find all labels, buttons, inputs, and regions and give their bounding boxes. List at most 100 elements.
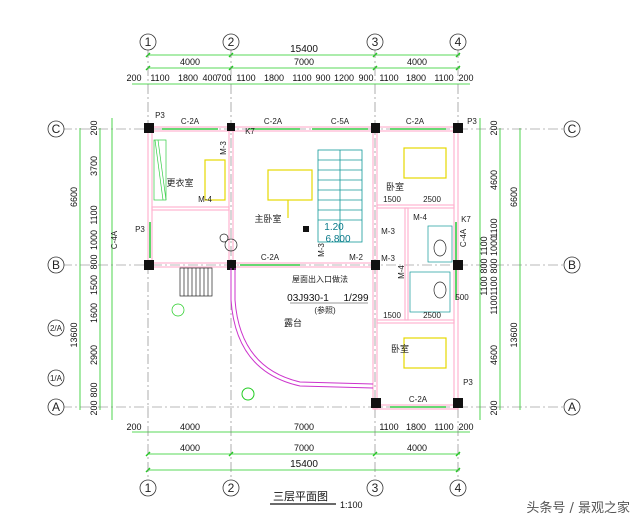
window-tag: C-2A [406, 117, 425, 126]
dim-left-inner: 1000 [89, 230, 99, 250]
room-label-dressing: 更衣室 [166, 177, 193, 189]
dim-bottom-total: 15400 [290, 459, 318, 470]
fixture-tag: P3 [155, 111, 165, 120]
dim-right-outer: 6600 [509, 187, 519, 207]
dim-right-inner: 200 [489, 120, 499, 135]
room-label-bedroom1: 卧室 [386, 181, 404, 193]
fixture-tag: P3 [135, 225, 145, 234]
axis-label-row-2a: 2/A [50, 324, 63, 333]
axis-label-row-b: B [52, 258, 60, 272]
dim-tag: 1500 [383, 311, 401, 320]
dim-right-inner: 4600 [489, 345, 499, 365]
dim-top-fine: 400 [202, 73, 217, 83]
dim-left-inner: 3700 [89, 156, 99, 176]
dim-right-mid: 800 [479, 258, 489, 273]
drawing-scale: 1:100 [340, 500, 363, 510]
axis-label-col-3-bottom: 3 [372, 481, 379, 495]
axis-label-row-1a: 1/A [50, 374, 63, 383]
door-tag: M-4 [198, 195, 212, 204]
axis-label-col-3: 3 [372, 35, 379, 49]
door-tag: M-3 [219, 141, 228, 155]
dim-top-fine: 900 [358, 73, 373, 83]
reference-page: 1/299 [343, 293, 368, 304]
door-tag: M-3 [381, 254, 395, 263]
stair-elevation: 1.20 [324, 222, 344, 233]
dim-left-inner: 1500 [89, 275, 99, 295]
dim-right-mid: 1100 [479, 236, 489, 255]
door-tag: M-4 [413, 213, 427, 222]
axis-label-row-a: A [52, 400, 60, 414]
axis-label-row-c: C [52, 122, 61, 136]
dim-top-mid: 7000 [294, 57, 314, 67]
dim-right-inner: 4600 [489, 170, 499, 190]
dim-left-inner: 2900 [89, 345, 99, 365]
dim-top-fine: 1200 [334, 73, 354, 83]
dim-top-fine: 1100 [379, 73, 398, 83]
dim-right-outer: 13600 [509, 322, 519, 347]
dim-tag: 1500 [383, 195, 401, 204]
dim-bottom-mid: 7000 [294, 443, 314, 453]
axis-label-col-4: 4 [455, 35, 462, 49]
dim-right-inner: 1100 [489, 295, 499, 314]
room-label-terrace: 露台 [284, 317, 302, 329]
dim-top-fine: 1800 [406, 73, 426, 83]
window-tag-left: C-4A [110, 230, 119, 249]
dim-bottom-mid: 4000 [407, 443, 427, 453]
dim-left-inner: 200 [89, 400, 99, 415]
door-tag: M-3 [317, 243, 326, 257]
drawing-title: 三层平面图 1:100 [270, 490, 363, 510]
terrace-edge [230, 268, 374, 401]
element-tags: C-2A C-2A C-5A C-2A C-2A C-2A M-4 M-2 M-… [135, 111, 477, 404]
dim-left-inner: 800 [89, 254, 99, 269]
dim-left-inner: 1600 [89, 303, 99, 323]
reference-note-title: 屋面出入口做法 [292, 274, 348, 284]
bathroom-fixtures [219, 225, 453, 313]
dim-right-inner: 200 [489, 400, 499, 415]
dim-top-fine: 200 [458, 73, 473, 83]
reference-code: 03J930-1 [287, 293, 329, 304]
dim-tag: 500 [455, 293, 469, 302]
room-label-bedroom2: 卧室 [391, 343, 409, 355]
dim-top-fine: 700 [216, 73, 231, 83]
dim-right-inner: 1100 [489, 218, 499, 237]
drawing-title-text: 三层平面图 [273, 490, 328, 503]
axis-label-col-1: 1 [145, 35, 152, 49]
axis-label-col-4-bottom: 4 [455, 481, 462, 495]
elevation-marks: 1.20 6.800 [324, 222, 351, 245]
window-tag: C-2A [409, 395, 428, 404]
dimension-texts-left: 6600 13600 200 3700 1100 1000 800 1500 1… [69, 120, 119, 415]
dim-top-total: 15400 [290, 44, 318, 55]
dim-top-fine: 1100 [292, 73, 311, 83]
dimension-texts-right: 6600 13600 200 4600 1100 1000 800 1100 1… [459, 120, 519, 415]
fixture-tag: K7 [245, 127, 255, 136]
window-tag: C-2A [181, 117, 200, 126]
dim-left-inner: 200 [89, 120, 99, 135]
window-tag-right: C-4A [459, 228, 468, 247]
structural-columns [144, 123, 463, 408]
axis-label-col-1-bottom: 1 [145, 481, 152, 495]
dim-left-inner: 800 [89, 382, 99, 397]
door-tag: M-2 [349, 253, 363, 262]
window-tag: C-5A [331, 117, 350, 126]
dim-top-fine: 1800 [264, 73, 284, 83]
dim-bottom-fine: 200 [126, 422, 141, 432]
dim-top-fine: 1100 [236, 73, 255, 83]
watermark: 头条号 / 景观之家 [526, 500, 630, 516]
dim-bottom-fine: 1800 [406, 422, 426, 432]
axis-bubbles [47, 33, 581, 497]
dim-right-inner: 1100 [489, 276, 499, 295]
roof-access-stairs [171, 267, 213, 317]
fixture-tag: K7 [461, 215, 471, 224]
wardrobe-hatch [153, 139, 167, 201]
dim-bottom-fine: 1100 [434, 422, 453, 432]
dim-bottom-fine: 1100 [379, 422, 398, 432]
dim-top-fine: 1800 [178, 73, 198, 83]
dim-bottom-fine: 7000 [294, 422, 314, 432]
dim-bottom-mid: 4000 [180, 443, 200, 453]
bedroom1-bed [403, 147, 447, 179]
dim-bottom-fine: 4000 [180, 422, 200, 432]
dim-left-outer: 6600 [69, 187, 79, 207]
axis-grid-lines [62, 48, 578, 482]
dim-right-mid: 1100 [479, 276, 489, 295]
